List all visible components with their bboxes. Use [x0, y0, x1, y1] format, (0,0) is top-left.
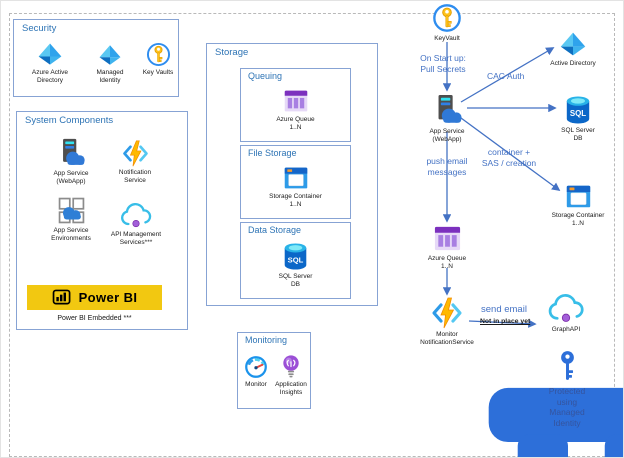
item-notification-service: Notification Service: [105, 140, 165, 186]
item-app-service-webapp: App Service (WebApp): [39, 138, 103, 187]
storage-container-icon: [282, 165, 310, 191]
item-storage-container: Storage Container 1..N: [241, 165, 350, 210]
item-app-service-environments: App Service Environments: [39, 196, 103, 244]
monitor-icon: [244, 355, 268, 379]
notification-service-label: Notification Service: [118, 169, 152, 185]
item-api-management: API Management Services***: [103, 202, 169, 248]
graphapi-label: GraphAPI: [551, 326, 581, 333]
key-vaults-label: Key Vaults: [142, 69, 174, 76]
app-service-webapp-icon: [430, 94, 464, 126]
powerbi-icon: [52, 289, 73, 306]
app-service-icon: [55, 138, 87, 168]
data-storage-title: Data Storage: [248, 225, 302, 235]
graphapi-icon: [546, 293, 586, 324]
app-service-webapp-label: App Service (WebApp): [429, 128, 465, 144]
queuing-box: Queuing Azure Queue 1..N: [240, 68, 351, 142]
azure-queue-label: Azure Queue 1..N: [276, 116, 315, 132]
node-keyvault: KeyVault: [427, 3, 467, 43]
managed-identity-key-icon: [559, 350, 576, 382]
sql-server-icon: SQL: [564, 95, 592, 125]
monitor-label: Monitor: [245, 381, 267, 388]
app-service-environments-label: App Service Environments: [51, 227, 91, 243]
managed-identity-label: Managed Identity: [96, 69, 124, 85]
api-management-label: API Management Services***: [110, 231, 162, 247]
key-vaults-icon: [146, 42, 171, 67]
azure-active-directory-icon: [37, 41, 63, 67]
api-management-icon: [119, 202, 153, 229]
file-storage-box: File Storage Storage Container 1..N: [240, 145, 351, 219]
item-sql-server-db: SQL SQL Server DB: [241, 242, 350, 290]
sql-server-label: SQL Server DB: [561, 127, 595, 143]
container-sas-annotation: container + SAS / creation: [481, 147, 537, 168]
node-active-directory: Active Directory: [541, 30, 605, 68]
azure-queue-flow-icon: [432, 224, 463, 253]
node-storage-container: Storage Container 1..N: [549, 183, 607, 229]
not-in-place-annotation: Not in place yet: [480, 318, 531, 325]
application-insights-label: Application Insights: [275, 381, 307, 397]
item-azure-active-directory: Azure Active Directory: [20, 41, 80, 86]
node-sql-server: SQL SQL Server DB: [551, 95, 605, 144]
node-app-service: App Service (WebApp): [417, 94, 477, 145]
powerbi-caption: Power BI Embedded ***: [57, 315, 132, 322]
powerbi-logo-text: Power BI: [78, 290, 138, 305]
monitor-notification-icon: [431, 297, 463, 329]
storage-container-flow-icon: [564, 183, 593, 210]
node-graphapi: GraphAPI: [541, 293, 591, 334]
item-azure-queue: Azure Queue 1..N: [241, 88, 350, 133]
app-service-label: App Service (WebApp): [53, 170, 89, 186]
storage-container-flow-label: Storage Container 1..N: [551, 212, 605, 228]
security-title: Security: [22, 23, 57, 34]
push-email-annotation: push email messages: [426, 156, 468, 177]
azure-queue-flow-label: Azure Queue 1..N: [427, 255, 467, 271]
file-storage-title: File Storage: [248, 148, 297, 158]
storage-box: Storage Queuing Azure Queue 1..N File St…: [206, 43, 378, 306]
powerbi-logo: Power BI: [27, 285, 162, 310]
outer-dashed-border: [9, 13, 615, 457]
cac-auth-annotation: CAC Auth: [487, 71, 525, 81]
active-directory-icon: [559, 30, 587, 58]
monitor-notification-label: Monitor NotificationService: [420, 331, 474, 347]
azure-queue-icon: [282, 88, 310, 114]
item-application-insights: Application Insights: [272, 354, 310, 398]
on-startup-annotation: On Start up: Pull Secrets: [420, 53, 466, 74]
send-email-annotation: send email: [481, 304, 527, 315]
data-storage-box: Data Storage SQL SQL Server DB: [240, 222, 351, 299]
managed-identity-icon: [98, 43, 122, 67]
monitoring-title: Monitoring: [245, 335, 288, 345]
sql-server-db-label: SQL Server DB: [278, 273, 313, 289]
notification-service-icon: [122, 140, 149, 167]
security-box: Security Azure Active Directory Managed …: [13, 19, 179, 97]
node-monitor-notification: Monitor NotificationService: [416, 297, 478, 348]
storage-title: Storage: [215, 47, 249, 58]
application-insights-icon: [281, 354, 301, 379]
svg-text:SQL: SQL: [288, 255, 304, 264]
azure-active-directory-label: Azure Active Directory: [31, 69, 69, 85]
node-azure-queue: Azure Queue 1..N: [425, 224, 469, 272]
storage-container-label: Storage Container 1..N: [269, 193, 322, 209]
active-directory-label: Active Directory: [550, 60, 596, 67]
item-key-vaults: Key Vaults: [136, 42, 180, 77]
item-monitor: Monitor: [240, 355, 272, 389]
svg-text:SQL: SQL: [570, 109, 586, 118]
protected-identity-text: Protected using Managed Identity: [548, 386, 586, 428]
keyvault-icon: [432, 3, 462, 33]
app-service-environments-icon: [57, 196, 86, 225]
system-components-box: System Components App Service (WebApp) N…: [16, 111, 188, 330]
monitoring-box: Monitoring Monitor Application Insights: [237, 332, 311, 409]
item-managed-identity: Managed Identity: [86, 43, 134, 86]
system-components-title: System Components: [25, 115, 114, 126]
node-protected-identity: Protected using Managed Identity: [542, 350, 592, 429]
queuing-title: Queuing: [248, 71, 283, 81]
sql-server-db-icon: SQL: [282, 242, 309, 271]
keyvault-label: KeyVault: [434, 35, 460, 42]
